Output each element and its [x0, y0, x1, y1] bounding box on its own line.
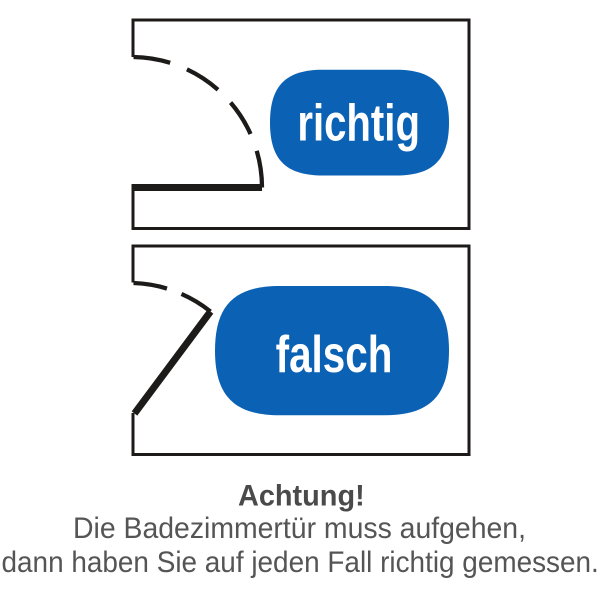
svg-text:Achtung!: Achtung!	[238, 479, 365, 513]
svg-text:Die Badezimmertür muss aufgehe: Die Badezimmertür muss aufgehen,	[73, 512, 526, 545]
svg-text:falsch: falsch	[276, 325, 393, 383]
svg-text:dann haben Sie auf jeden Fall: dann haben Sie auf jeden Fall richtig ge…	[1, 546, 598, 579]
svg-text:richtig: richtig	[297, 93, 420, 151]
